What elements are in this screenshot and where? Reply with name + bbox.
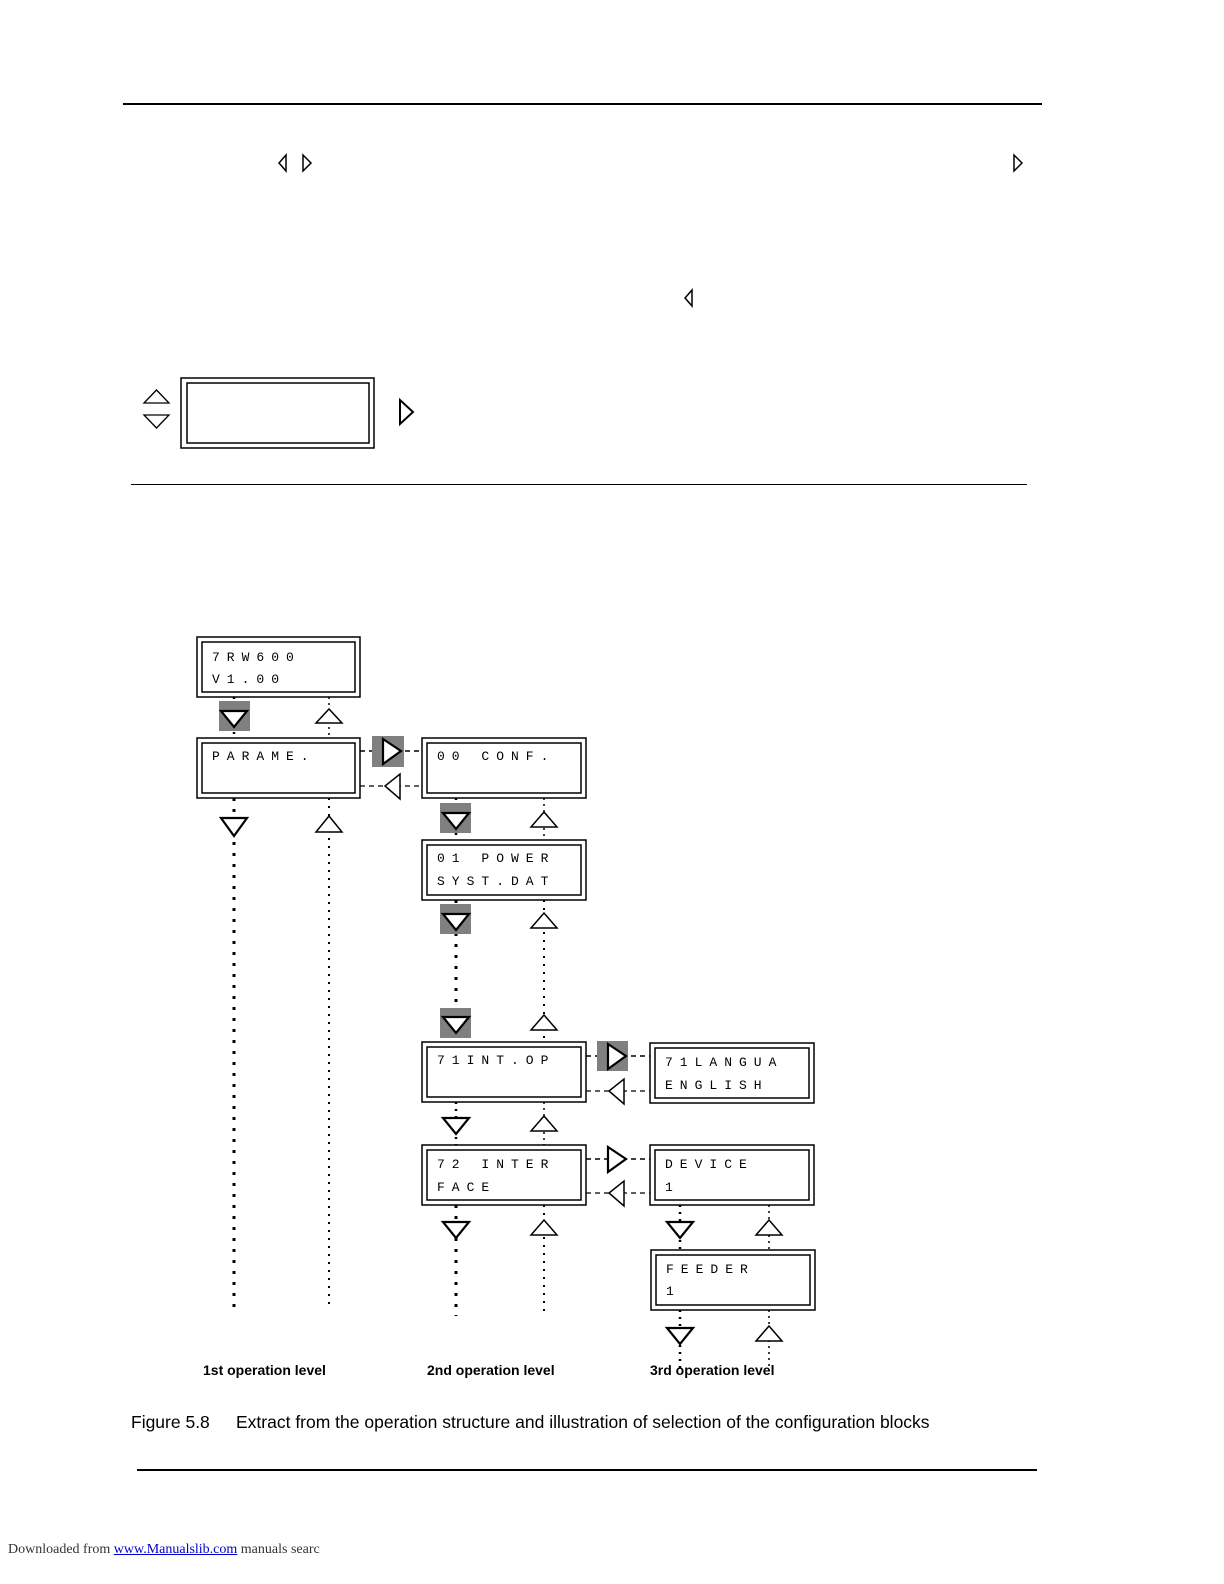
display-line-2: FACE — [437, 1180, 496, 1195]
footer-prefix: Downloaded from — [8, 1542, 114, 1557]
display-line-1: DEVICE — [665, 1157, 754, 1172]
up-key-icon — [529, 911, 559, 929]
up-key-icon — [529, 1013, 559, 1031]
header-rule — [123, 103, 1042, 105]
display-box-b6: 72 INTER FACE — [421, 1144, 587, 1206]
section-rule — [131, 484, 1027, 485]
down-key-icons — [218, 709, 696, 1346]
down-key-icon — [440, 811, 472, 831]
left-key-icon — [278, 153, 287, 173]
display-line-2: ENGLISH — [665, 1078, 769, 1093]
down-key-icon — [218, 816, 250, 838]
display-box-b0: 7RW600 V1.00 — [196, 636, 361, 698]
level-label-1: 1st operation level — [203, 1362, 326, 1378]
left-key-icon — [383, 772, 401, 801]
display-line-1: 01 POWER — [437, 851, 555, 866]
right-key-icons — [381, 736, 628, 1175]
display-line-1: 00 CONF. — [437, 749, 555, 764]
display-box — [180, 377, 375, 449]
right-key-icon — [1013, 153, 1024, 173]
left-key-icon — [607, 1077, 625, 1106]
display-line-1: 71LANGUA — [665, 1055, 783, 1070]
display-line-2: 1 — [666, 1284, 681, 1299]
up-key-icon — [529, 1218, 559, 1236]
down-key-icon — [440, 1220, 472, 1240]
up-key-icon — [314, 814, 344, 833]
down-key-icon — [440, 1116, 472, 1136]
footer-rule — [137, 1469, 1037, 1471]
display-line-2: V1.00 — [212, 672, 286, 687]
up-key-icons — [314, 707, 784, 1342]
display-box-b8: FEEDER 1 — [650, 1249, 816, 1311]
right-key-icon — [381, 736, 403, 767]
down-key-icon — [664, 1326, 696, 1346]
display-line-2: SYST.DAT — [437, 874, 555, 889]
up-key-icon — [754, 1324, 784, 1342]
right-key-icon — [606, 1144, 628, 1175]
down-key-icon — [664, 1220, 696, 1240]
up-key-icon — [529, 810, 559, 828]
down-key-icon — [142, 414, 171, 429]
figure-caption: Figure 5.8 Extract from the operation str… — [131, 1412, 930, 1433]
left-key-icon — [607, 1179, 625, 1208]
figure-caption-text: Extract from the operation structure and… — [236, 1412, 930, 1432]
display-box-b3: 01 POWER SYST.DAT — [421, 839, 587, 901]
display-line-1: 71INT.OP — [437, 1053, 555, 1068]
display-box-b2: 00 CONF. — [421, 737, 587, 799]
manualslib-link[interactable]: www.Manualslib.com — [113, 1542, 238, 1557]
up-key-icon — [529, 1114, 559, 1132]
up-key-icon — [754, 1218, 784, 1236]
down-key-icon — [218, 709, 250, 729]
down-key-icon — [440, 1015, 472, 1035]
down-key-icon — [440, 912, 472, 932]
display-box-b4: 71INT.OP — [421, 1041, 587, 1103]
display-line-1: 7RW600 — [212, 650, 301, 665]
left-key-icons — [383, 772, 625, 1208]
display-line-1: 72 INTER — [437, 1157, 555, 1172]
footer-suffix: manuals searc — [237, 1542, 320, 1557]
display-line-2: 1 — [665, 1180, 680, 1195]
up-key-icon — [314, 707, 344, 724]
right-key-icon — [606, 1041, 628, 1072]
display-line-1: FEEDER — [666, 1262, 755, 1277]
figure-number: Figure 5.8 — [131, 1412, 210, 1432]
level-label-3: 3rd operation level — [650, 1362, 775, 1378]
right-key-icon — [399, 397, 415, 427]
display-line-1: PARAME. — [212, 749, 316, 764]
up-key-icon — [142, 389, 171, 404]
display-box-b5: 71LANGUA ENGLISH — [649, 1042, 815, 1104]
right-key-icon — [302, 153, 313, 173]
display-box-b7: DEVICE 1 — [649, 1144, 815, 1206]
footer-download-note: Downloaded from www.Manualslib.com manua… — [8, 1542, 320, 1558]
left-key-icon — [684, 288, 693, 308]
level-label-2: 2nd operation level — [427, 1362, 555, 1378]
display-box-b1: PARAME. — [196, 737, 361, 799]
